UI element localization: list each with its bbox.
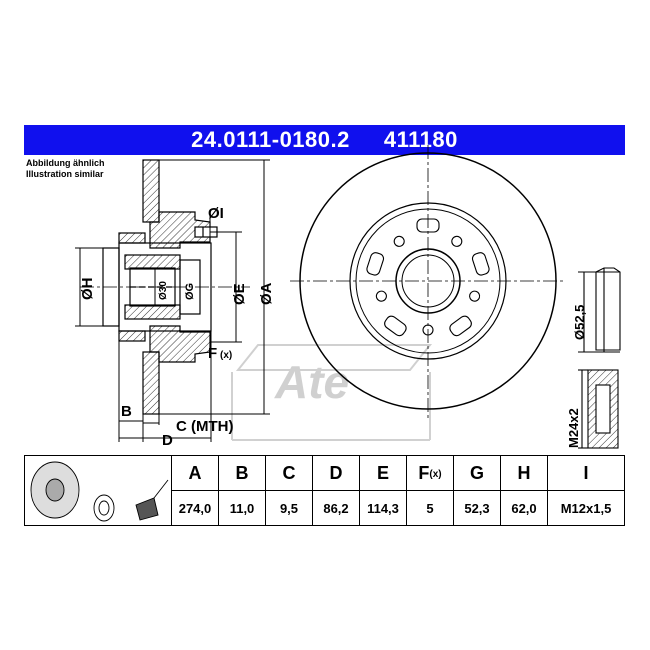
reference-number: 411180: [383, 127, 458, 152]
part-number: 24.0111-0180.2: [191, 127, 350, 152]
cap-and-nut: [578, 267, 621, 449]
label-dia-g: ØG: [184, 283, 196, 300]
dimension-lines: [75, 159, 270, 442]
label-dia-a: ØA: [258, 282, 275, 305]
value-b: 11,0: [218, 490, 266, 526]
header-e: E: [359, 455, 407, 491]
watermark-text: Ate: [274, 356, 349, 408]
value-g: 52,3: [453, 490, 501, 526]
label-dia-e: ØE: [231, 283, 248, 305]
header-b: B: [218, 455, 266, 491]
label-dia-30: Ø30: [158, 281, 169, 300]
label-dia-52-5: Ø52,5: [572, 305, 587, 340]
header-d: D: [312, 455, 360, 491]
header-f-sub: (x): [429, 468, 442, 480]
ate-watermark: Ate: [231, 344, 433, 441]
label-f-sub: (x): [220, 350, 232, 361]
label-dia-h: ØH: [79, 278, 96, 301]
spec-table: A B C D E F(x) G H I 274,0 11,0 9,5 86,2…: [24, 455, 625, 526]
header-h: H: [500, 455, 548, 491]
note-german: Abbildung ähnlich: [26, 158, 105, 168]
value-a: 274,0: [171, 490, 219, 526]
header-g: G: [453, 455, 501, 491]
value-f: 5: [406, 490, 454, 526]
label-d: D: [162, 432, 173, 449]
spec-header-row: A B C D E F(x) G H I: [24, 455, 625, 526]
value-c: 9,5: [265, 490, 313, 526]
icon-cell: [24, 455, 172, 526]
label-m24x2: M24x2: [566, 408, 581, 448]
value-d: 86,2: [312, 490, 360, 526]
value-h: 62,0: [500, 490, 548, 526]
header-f: F(x): [406, 455, 454, 491]
header-a: A: [171, 455, 219, 491]
illustration-note: Abbildung ähnlich Illustration similar: [26, 158, 105, 180]
header-bar: 24.0111-0180.2 411180: [24, 125, 625, 155]
header-f-label: F: [418, 462, 430, 483]
label-b: B: [121, 403, 132, 420]
cross-section-view: [80, 159, 250, 415]
label-c: C (MTH): [176, 418, 233, 435]
disc-flange-upper: [142, 159, 160, 223]
value-e: 114,3: [359, 490, 407, 526]
front-view: [290, 145, 566, 418]
spec-value-row: 274,0 11,0 9,5 86,2 114,3 5 52,3 62,0 M1…: [25, 490, 625, 526]
header-i: I: [547, 455, 625, 491]
dimension-text: ØI ØH Ø30 ØG ØE ØA F (x) B C (MTH) D: [79, 205, 275, 449]
label-f: F: [208, 345, 217, 362]
header-c: C: [265, 455, 313, 491]
label-dia-i: ØI: [208, 205, 224, 222]
disc-flange-lower: [142, 351, 160, 415]
value-i: M12x1,5: [547, 490, 625, 526]
note-english: Illustration similar: [26, 169, 104, 179]
